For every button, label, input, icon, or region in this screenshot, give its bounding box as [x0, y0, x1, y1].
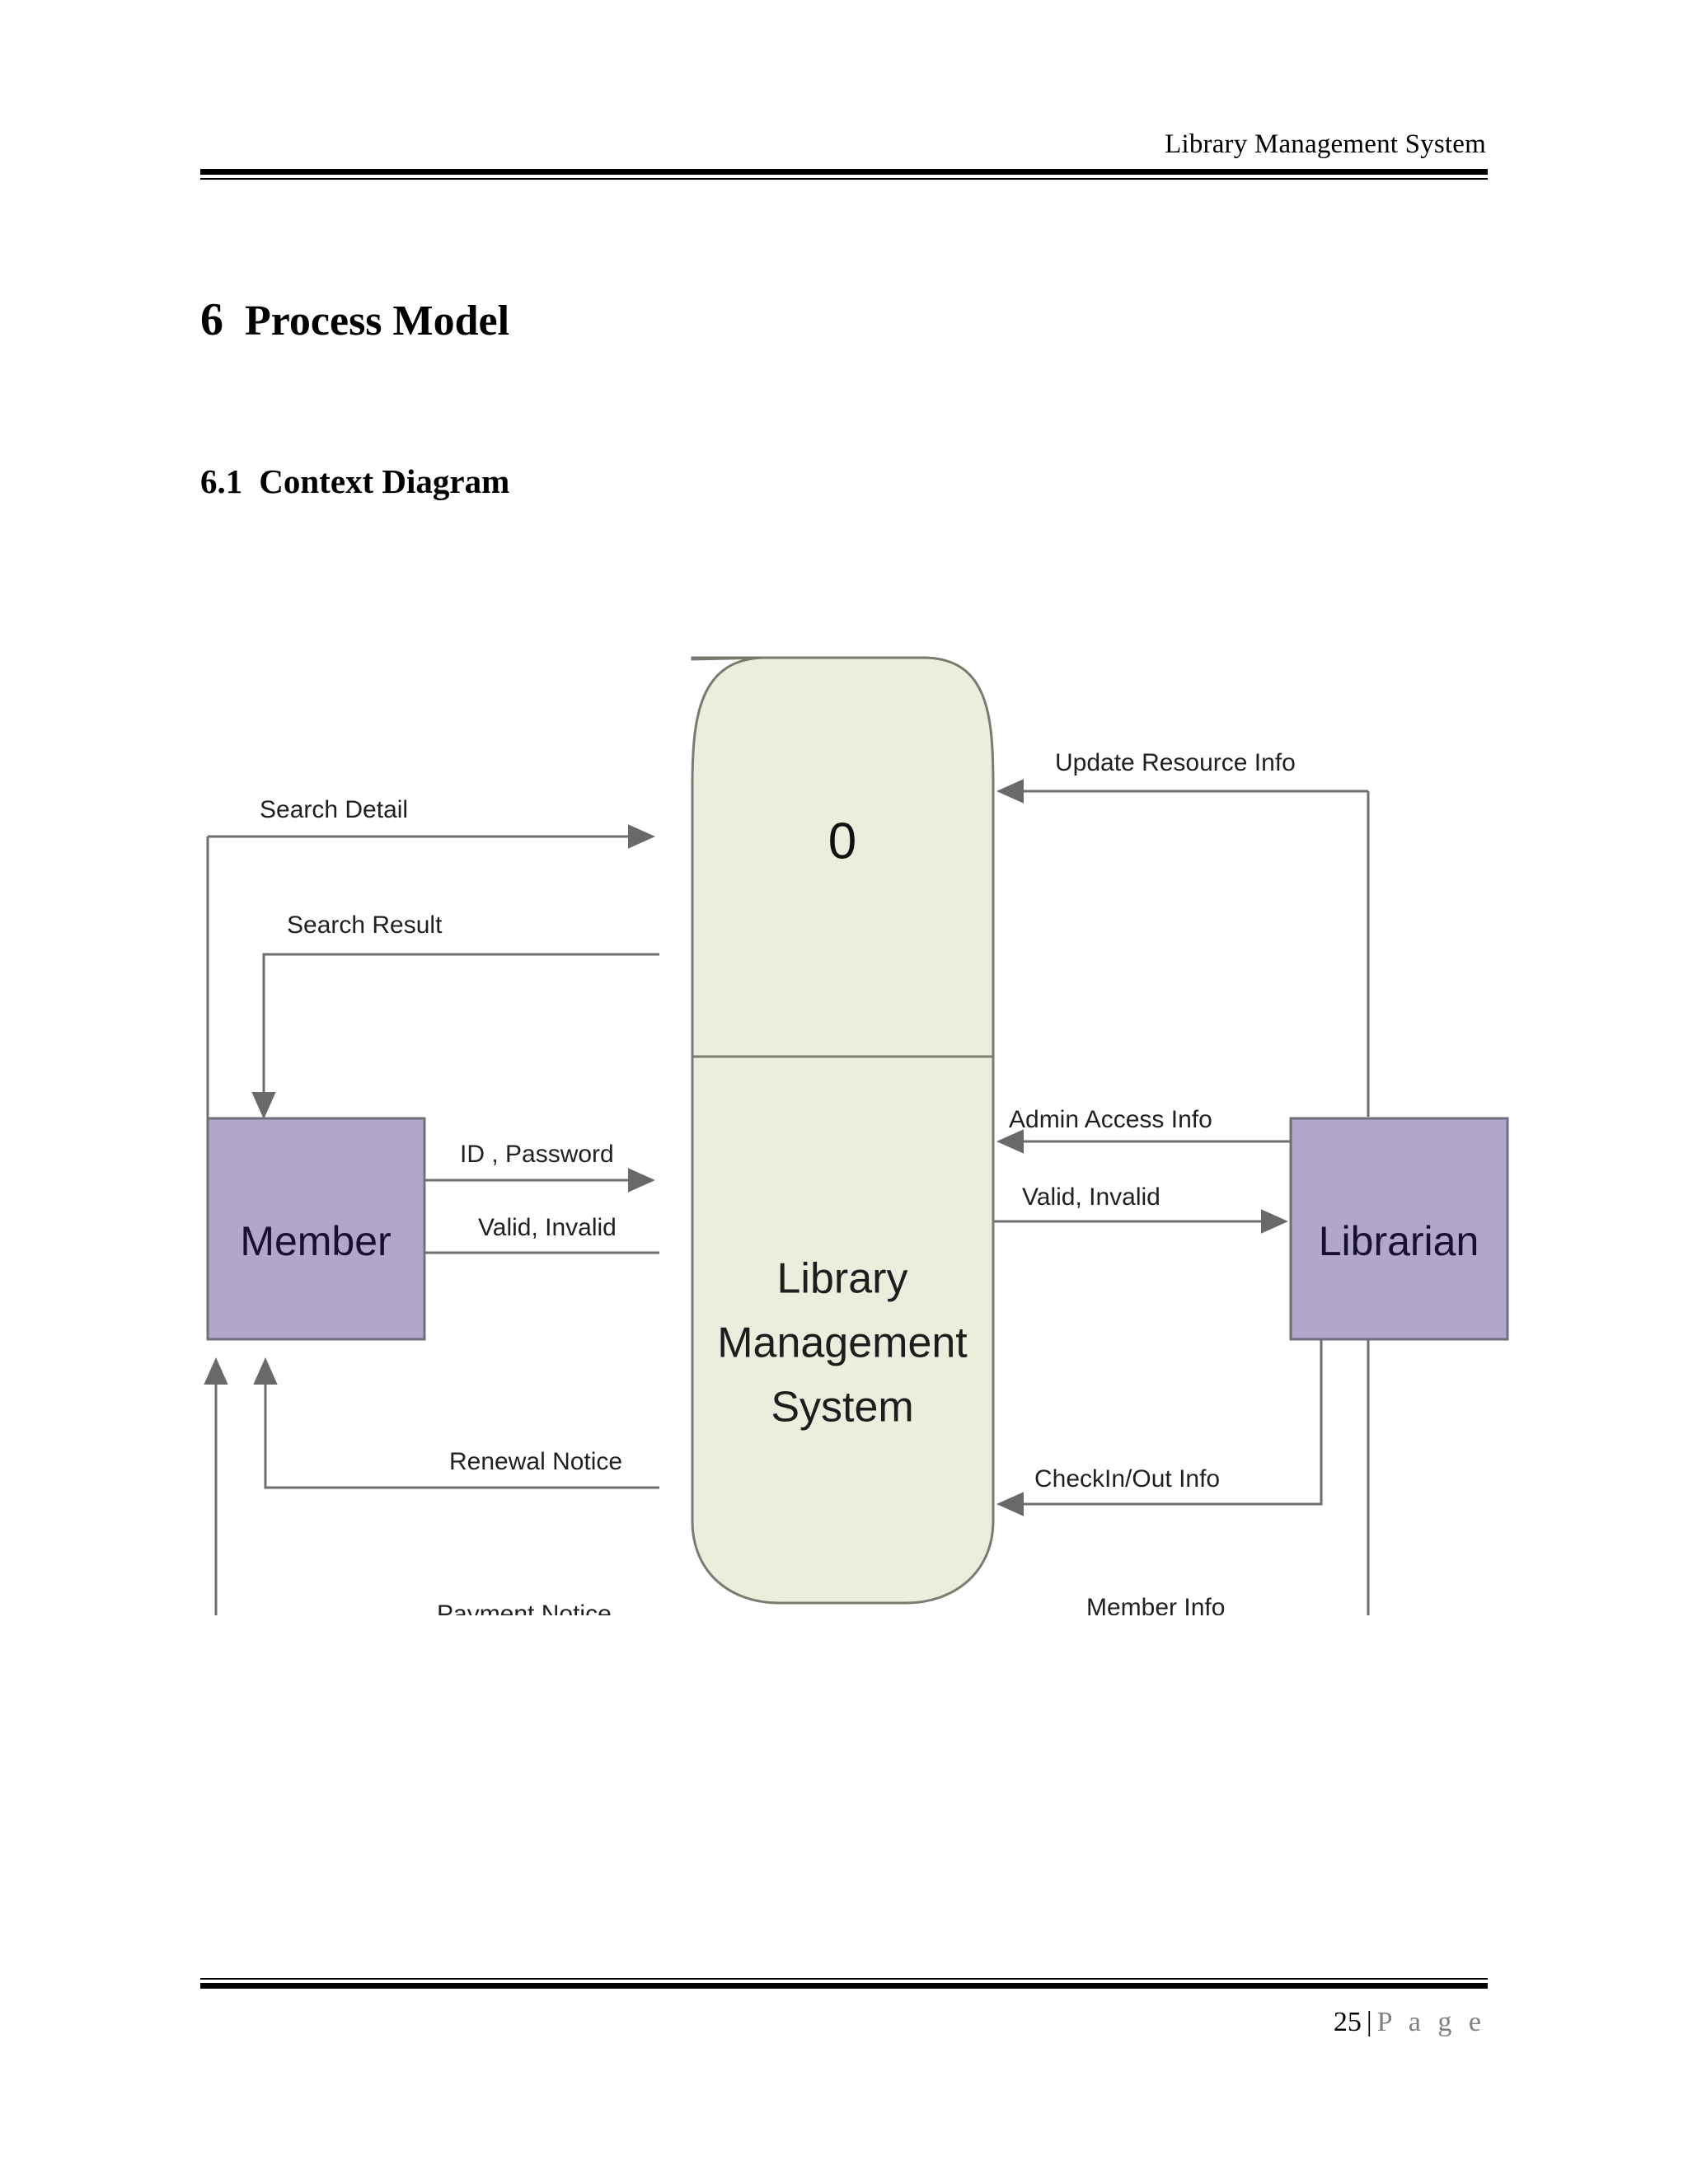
process-name-line-2: Management: [717, 1319, 968, 1367]
flow-payment-notice-line: [204, 1357, 228, 1615]
flow-label-id-password: ID , Password: [460, 1141, 614, 1168]
footer-rule-gap: [200, 1980, 1488, 1983]
flow-member-info-line: [1367, 1339, 1370, 1615]
process-name-line-1: Library: [777, 1255, 908, 1303]
footer-page-indicator: 25|P a g e: [200, 2007, 1488, 2038]
flow-label-search-result: Search Result: [287, 912, 443, 939]
section-title: Process Model: [245, 298, 510, 344]
subsection-title: Context Diagram: [259, 462, 510, 500]
flow-search-result-line: [251, 953, 659, 1119]
flow-label-admin-access-info: Admin Access Info: [1009, 1106, 1212, 1133]
footer-rule-thick: [200, 1983, 1488, 1989]
footer-page-number: 25: [1333, 2007, 1362, 2037]
flow-label-member-info: Member Info: [1086, 1594, 1225, 1615]
entity-member-label: Member: [240, 1218, 391, 1264]
flow-label-valid-invalid-member: Valid, Invalid: [478, 1214, 617, 1241]
subsection-heading: 6.1 Context Diagram: [200, 462, 509, 501]
footer-separator: |: [1366, 2007, 1372, 2037]
header-rule-thin: [200, 178, 1488, 180]
header-rule: [200, 169, 1488, 180]
flow-label-checkin-out-info: CheckIn/Out Info: [1034, 1465, 1220, 1493]
header-rule-thick: [200, 169, 1488, 175]
flow-label-search-detail: Search Detail: [260, 796, 408, 823]
flow-label-update-resource-info: Update Resource Info: [1055, 749, 1296, 776]
process-name-line-3: System: [771, 1384, 913, 1432]
process-shape: [691, 656, 995, 1605]
subsection-number: 6.1: [200, 462, 243, 500]
page-footer: 25|P a g e: [200, 1978, 1488, 2038]
entity-librarian-label: Librarian: [1319, 1218, 1479, 1264]
header-rule-gap: [200, 175, 1488, 178]
section-number: 6: [200, 294, 223, 345]
entity-librarian-box: [1289, 1117, 1509, 1341]
context-diagram-canvas: Member Librarian 0 Library Management Sy…: [204, 656, 1509, 1615]
section-heading: 6 Process Model: [200, 293, 509, 346]
flow-label-valid-invalid-librarian: Valid, Invalid: [1022, 1183, 1160, 1211]
header-title: Library Management System: [1165, 129, 1486, 159]
flow-renewal-notice-line: [253, 1357, 659, 1489]
flow-checkin-out-info-line: [996, 1339, 1323, 1516]
process-id-label: 0: [828, 813, 856, 869]
flow-label-renewal-notice: Renewal Notice: [449, 1448, 622, 1475]
footer-rule: [200, 1978, 1488, 1989]
context-diagram: Member Librarian 0 Library Management Sy…: [198, 593, 1599, 1615]
footer-page-word: P a g e: [1376, 2007, 1486, 2037]
page-header: Library Management System: [200, 128, 1488, 180]
entity-member-box: [206, 1117, 426, 1341]
flow-label-payment-notice: Payment Notice: [437, 1601, 612, 1615]
footer-rule-thin: [200, 1978, 1488, 1980]
